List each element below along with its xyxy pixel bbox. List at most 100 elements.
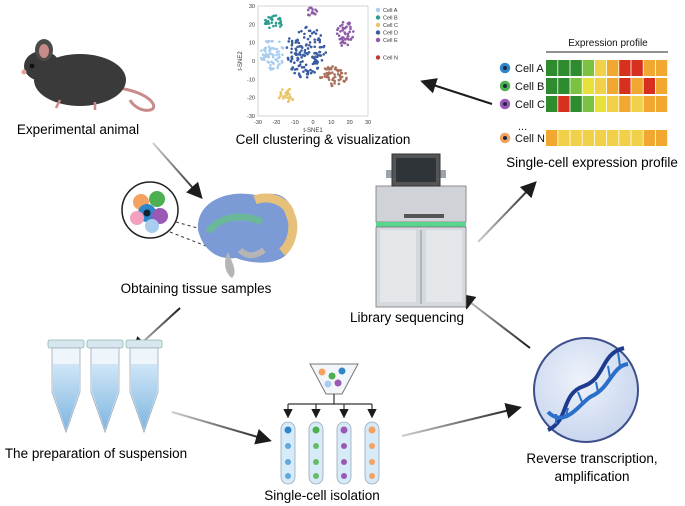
x-axis-label: t-SNE1: [303, 128, 323, 134]
test-tube-icon: [308, 421, 324, 485]
tsne-point: [329, 66, 333, 70]
heatmap-cell: [607, 60, 619, 76]
tsne-point: [278, 40, 281, 44]
tsne-point: [296, 56, 300, 60]
label-isolation: Single-cell isolation: [264, 488, 380, 503]
arrow-rt-to-sequencing: [458, 293, 531, 349]
tsne-point: [306, 13, 310, 17]
tsne-point: [286, 100, 290, 104]
tsne-point: [260, 49, 263, 52]
heatmap-cell: [570, 78, 582, 94]
tsne-point: [280, 46, 284, 49]
tsne-point: [269, 63, 272, 67]
x-tick-label: 10: [328, 120, 334, 126]
tsne-point: [269, 68, 273, 71]
tsne-point: [352, 30, 355, 33]
tsne-point: [306, 8, 310, 12]
cell-nucleus-icon: [503, 66, 507, 70]
tsne-point: [274, 14, 278, 17]
tsne-point: [333, 73, 336, 76]
legend-label: Cell N: [383, 56, 398, 62]
tsne-point: [335, 32, 339, 35]
legend-label: Cell E: [383, 38, 398, 44]
microtube-group: [47, 339, 163, 434]
legend-swatch: [375, 7, 381, 13]
tsne-point: [311, 62, 315, 66]
tsne-point: [311, 69, 314, 73]
heatmap-cell: [607, 96, 619, 112]
tsne-point: [270, 53, 274, 56]
label-sequencing: Library sequencing: [350, 310, 464, 325]
test-tube-icon: [280, 421, 296, 485]
arrow-profile-to-clustering: [420, 78, 493, 105]
legend-label: Cell C: [383, 23, 398, 29]
tsne-point: [280, 61, 284, 64]
tsne-point: [274, 21, 278, 25]
tsne-point: [339, 30, 342, 33]
tsne-point: [340, 44, 344, 47]
legend-swatch: [375, 30, 381, 35]
label-tissue-samples: Obtaining tissue samples: [121, 281, 272, 296]
heatmap-cell: [594, 78, 607, 94]
tsne-point: [272, 24, 275, 28]
tsne-point: [305, 72, 309, 76]
tsne-point: [272, 67, 275, 70]
tsne-point: [301, 60, 304, 63]
tsne-point: [322, 45, 325, 49]
tsne-point: [296, 38, 299, 42]
heatmap-cell: [619, 60, 631, 76]
heatmap-cell: [655, 130, 668, 146]
tsne-point: [349, 27, 352, 31]
x-tick-label: 20: [347, 120, 353, 126]
tsne-point: [293, 61, 296, 65]
tsne-point: [274, 58, 278, 62]
test-tube-group: [280, 421, 380, 485]
legend-label: Cell A: [383, 8, 398, 14]
tsne-point: [346, 34, 350, 38]
tsne-point: [327, 67, 331, 70]
y-tick-label: -30: [247, 114, 255, 120]
plot-frame: [257, 5, 369, 117]
tsne-point: [339, 71, 343, 75]
tsne-point: [277, 50, 280, 53]
tsne-point: [348, 21, 352, 25]
tsne-point: [345, 36, 349, 40]
mouse-icon: [21, 39, 156, 112]
heatmap-cell: [582, 78, 594, 94]
heatmap-cell: [558, 60, 570, 76]
tsne-point: [264, 18, 267, 22]
legend-swatch: [375, 22, 381, 28]
y-tick-label: 0: [252, 59, 255, 65]
arrow-sequencing-to-profile: [477, 181, 537, 243]
tsne-point: [323, 72, 326, 76]
tsne-point: [329, 82, 333, 85]
heatmap-row-label: Cell A: [515, 63, 544, 75]
heatmap-row-label: Cell B: [515, 81, 544, 93]
sequencer-machine-icon: [375, 153, 467, 308]
tsne-point: [279, 91, 282, 94]
tsne-point: [346, 43, 350, 47]
tsne-point: [302, 65, 306, 69]
heatmap-cell: [582, 96, 594, 112]
tsne-point: [300, 29, 303, 33]
tsne-point: [287, 40, 291, 43]
microtube-icon: [47, 339, 85, 434]
tsne-point: [309, 45, 313, 49]
tsne-point: [316, 66, 319, 70]
tsne-point: [281, 88, 284, 91]
tsne-point: [270, 21, 273, 25]
tsne-point: [320, 59, 324, 62]
tsne-point: [298, 63, 302, 67]
legend-swatch: [375, 37, 381, 43]
tsne-point: [278, 25, 282, 28]
heatmap-cell: [619, 78, 631, 94]
tsne-point: [348, 30, 352, 34]
heatmap-cell: [607, 130, 619, 146]
tsne-point: [313, 38, 316, 41]
tsne-point: [339, 75, 342, 79]
y-tick-label: -10: [247, 77, 255, 83]
tsne-point: [277, 53, 281, 56]
tsne-point: [281, 53, 284, 57]
